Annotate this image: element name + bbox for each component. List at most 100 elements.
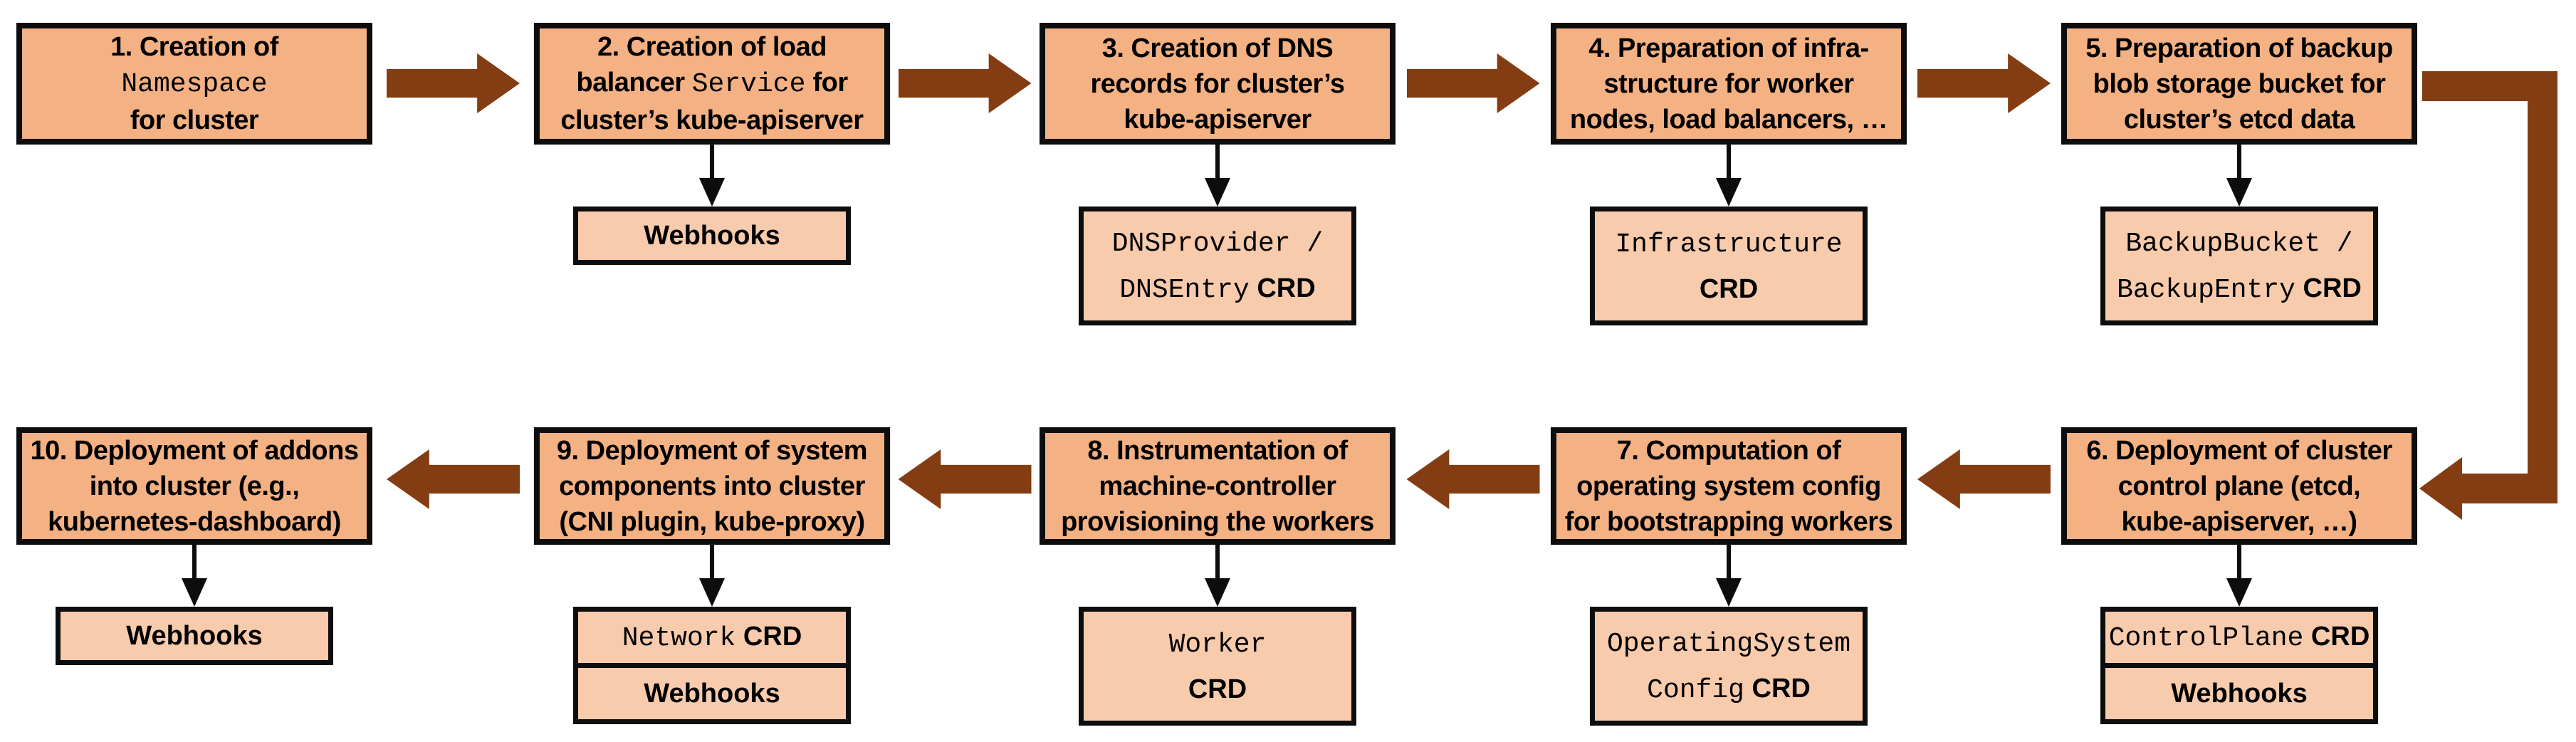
label-text: 8. Instrumentation of [1087,435,1348,466]
label-text: machine-controller [1099,471,1336,501]
connector-arrowhead-down-icon [1205,178,1230,207]
step-text-line: kube-apiserver [1124,102,1311,137]
resource-text-line: Webhooks [126,614,262,658]
label-text: CRD [2303,621,2370,652]
step-text-line: cluster’s etcd data [2124,102,2355,137]
elbow-arrowhead-left-icon [2419,457,2462,520]
step-text-line: kubernetes-dashboard) [48,504,341,540]
step-text-line: 2. Creation of load [597,29,827,65]
step-text-line: operating system config [1576,469,1881,504]
connector-step-5-to-resource-icon [2226,145,2252,207]
arrow-step-7-to-8-icon [1406,449,1540,509]
label-text: kube-apiserver, …) [2121,506,2357,537]
step-6-resource-cell: Webhooks [2100,663,2378,724]
label-text: Webhooks [2171,679,2308,709]
step-3-resources: DNSProvider / DNSEntry CRD [1079,207,1356,325]
label-text: CRD [1744,673,1811,704]
code-text: ControlPlane [2108,622,2304,654]
connector-line [1215,145,1220,179]
connector-step-7-to-resource-icon [1716,545,1742,607]
connector-line [710,145,714,179]
label-text: 4. Preparation of infra- [1588,33,1869,63]
code-text: BackupEntry [2117,274,2295,305]
resource-text-line: DNSEntry CRD [1119,266,1315,313]
label-text: Webhooks [126,621,263,651]
code-text: DNSProvider / [1111,228,1324,259]
label-text: CRD [1699,274,1759,304]
step-text-line: 8. Instrumentation of [1087,433,1348,469]
label-text: 3. Creation of DNS [1101,33,1334,63]
label-text: for cluster [130,105,259,135]
connector-arrowhead-down-icon [1716,178,1742,207]
step-text-line: 6. Deployment of cluster [2086,433,2392,469]
step-text-line: for cluster [130,103,259,138]
connector-line [2237,545,2241,580]
code-text: BackupBucket / [2125,228,2353,259]
connector-line [1215,545,1220,580]
label-text: kube-apiserver [1124,104,1311,135]
label-text: operating system config [1576,471,1881,501]
label-text: cluster’s etcd data [2123,104,2355,135]
resource-text-line: CRD [1188,667,1247,711]
resource-text-line: Webhooks [644,672,780,716]
label-text: for [805,68,848,98]
connector-step-3-to-resource-icon [1205,145,1230,207]
step-text-line: (CNI plugin, kube-proxy) [559,504,865,540]
step-text-line: cluster’s kube-apiserver [560,103,864,138]
step-9-resource-cell: Webhooks [573,663,851,724]
arrow-step-2-to-3-icon [898,53,1032,113]
connector-line [192,545,197,580]
arrow-step-4-to-5-icon [1917,53,2051,113]
step-8-box: 8. Instrumentation of machine-controller p… [1040,427,1396,545]
arrow-step-9-to-10-icon [387,449,520,509]
label-text: Webhooks [644,221,780,251]
step-10-resource-cell: Webhooks [56,607,333,665]
step-4-box: 4. Preparation of infra-structure for wo… [1551,23,1907,145]
label-text: kubernetes-dashboard) [48,506,341,537]
step-text-line: 9. Deployment of system [557,433,868,469]
code-text: Network [622,622,736,654]
connector-step-4-to-resource-icon [1716,145,1742,207]
label-text: provisioning the workers [1061,506,1374,537]
connector-arrowhead-down-icon [699,178,725,207]
connector-line [1727,545,1731,580]
step-2-resource-cell: Webhooks [573,207,851,265]
label-text: CRD [735,621,802,652]
resource-text-line: ControlPlane CRD [2109,615,2370,661]
step-6-resource-cell: ControlPlane CRD [2100,607,2378,668]
step-10-resources: Webhooks [56,607,333,665]
step-text-line: for bootstrapping workers [1565,504,1893,540]
code-text: Worker [1168,629,1267,660]
code-text: Namespace [121,69,268,100]
step-text-line: Namespace [121,65,267,103]
arrow-step-1-to-2-icon [387,53,520,113]
step-text-line: 5. Preparation of backup [2085,31,2393,66]
step-9-resource-cell: Network CRD [573,607,851,668]
code-text: Service [691,69,806,100]
connector-step-8-to-resource-icon [1205,545,1230,607]
step-text-line: components into cluster [559,469,865,504]
step-text-line: provisioning the workers [1061,504,1374,540]
step-text-line: structure for worker [1603,66,1854,102]
step-3-resource-cell: DNSProvider / DNSEntry CRD [1079,207,1356,325]
resource-text-line: Webhooks [2171,672,2307,716]
arrow-step-8-to-9-icon [898,449,1032,509]
step-text-line: balancer Service for [576,65,848,103]
resource-text-line: CRD [1700,267,1758,311]
connector-line [710,545,714,580]
label-text: cluster’s kube-apiserver [560,105,864,135]
step-text-line: 4. Preparation of infra- [1588,31,1869,66]
label-text: into cluster (e.g., [89,471,300,501]
